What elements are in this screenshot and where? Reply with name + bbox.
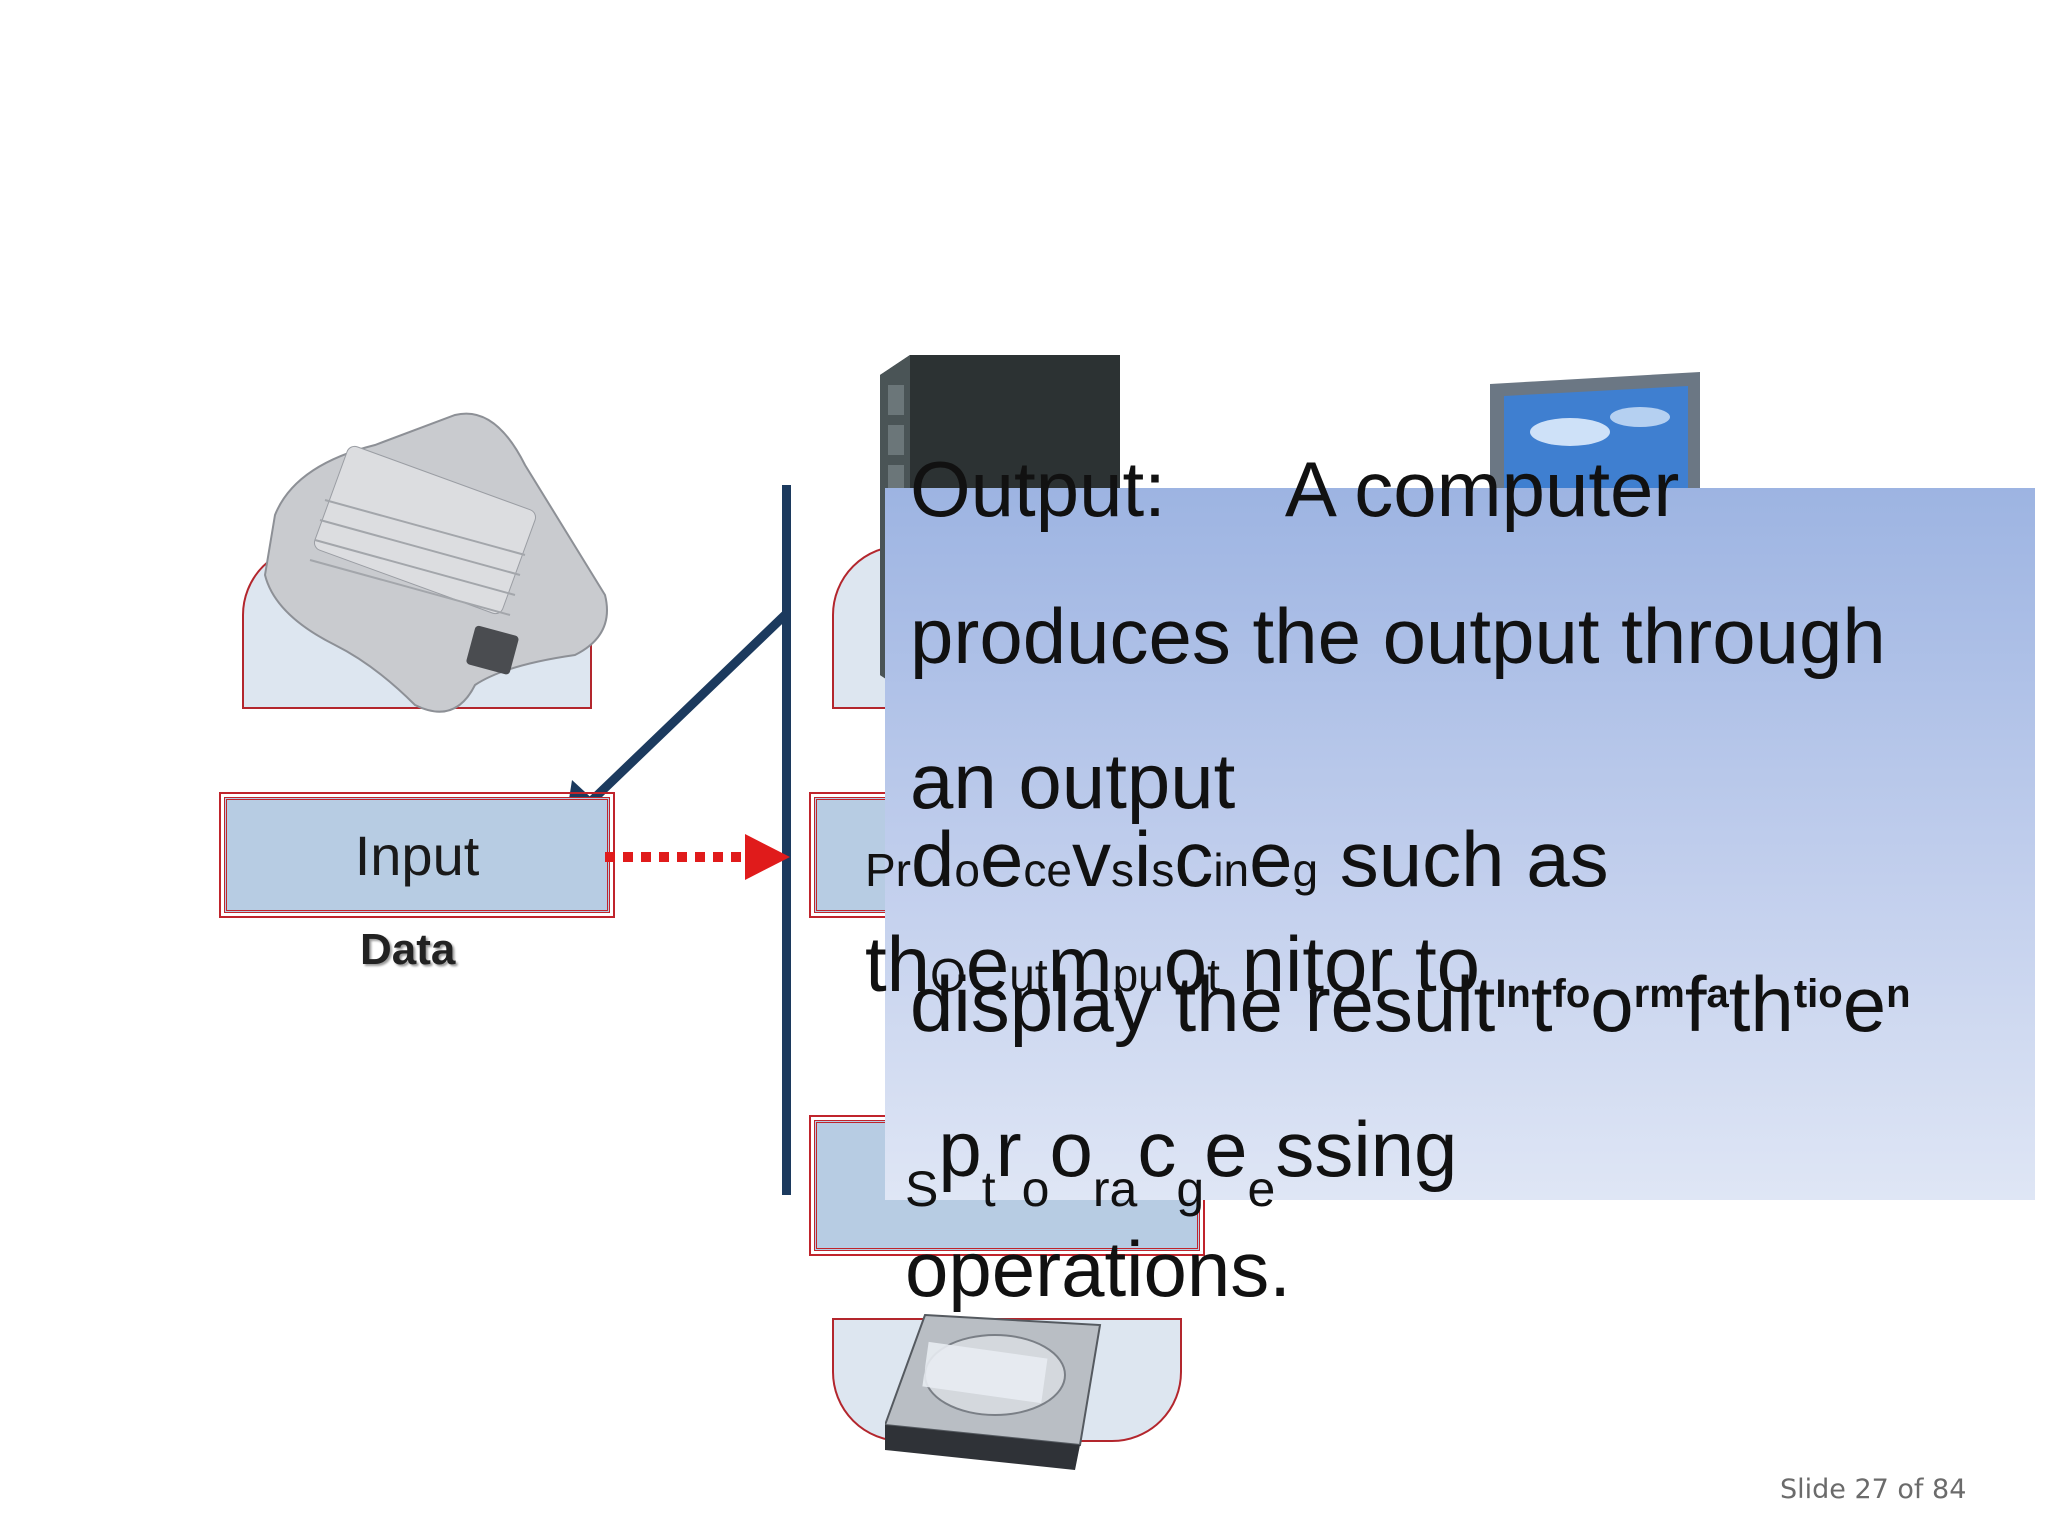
output-line6: display the resultIntfoormfathtioen <box>910 960 1911 1048</box>
data-caption: Data <box>360 925 456 974</box>
output-term: Output: <box>910 445 1166 533</box>
input-box: Input <box>219 792 615 918</box>
vertical-divider-line <box>782 485 791 1195</box>
monitor-icon <box>1490 372 1700 492</box>
output-line5-mid: nitor to <box>1241 920 1481 1008</box>
output-line7: Sptrooracgeessing <box>905 1105 1458 1217</box>
output-line4-end: such as <box>1339 815 1609 903</box>
output-line1-rest: A computer <box>1284 445 1680 533</box>
output-heading: Output: A computer <box>910 450 1679 528</box>
output-line5-start: th <box>865 920 931 1008</box>
dotted-arrow-input-to-processing <box>605 834 790 880</box>
output-line8: operations. <box>905 1225 1291 1313</box>
output-line7-end: ssing <box>1275 1105 1458 1193</box>
processing-fragment: Pr <box>865 844 911 896</box>
output-line6-start: display the resu <box>910 960 1457 1048</box>
keyboard-icon <box>263 412 608 713</box>
output-line3: an output <box>910 737 1236 825</box>
slide-counter: Slide 27 of 84 <box>1780 1474 1967 1505</box>
output-definition-panel <box>885 488 2035 1200</box>
output-line4: Prdoecevsiscineg such as <box>865 815 1609 903</box>
output-line5: thOeutmpuot nitor to <box>865 920 1481 1008</box>
hard-drive-icon <box>885 1313 1102 1470</box>
input-label: Input <box>354 823 480 887</box>
output-line2: produces the output through <box>910 592 1886 680</box>
